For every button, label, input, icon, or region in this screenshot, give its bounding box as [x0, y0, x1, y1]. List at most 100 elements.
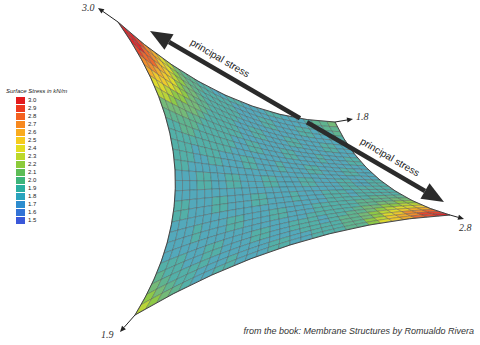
stress-label: principal stress — [358, 135, 421, 178]
legend-swatch — [16, 201, 25, 208]
mesh-cell — [243, 194, 252, 201]
legend-value: 2.0 — [28, 177, 36, 184]
legend-swatch — [16, 145, 25, 152]
mesh-cell — [181, 200, 189, 211]
legend-value: 3.0 — [28, 97, 36, 104]
mesh-cell — [301, 234, 313, 241]
corner-force-value: 2.8 — [459, 222, 472, 233]
legend-swatch — [16, 121, 25, 128]
legend-value: 2.1 — [28, 169, 36, 176]
corner-force-value: 3.0 — [82, 2, 95, 13]
mesh-cell — [171, 64, 185, 77]
corner-force-line — [450, 215, 458, 217]
legend-swatch — [16, 113, 25, 120]
corner-force-value: 1.9 — [101, 329, 114, 340]
legend-swatch — [16, 105, 25, 112]
legend-value: 2.8 — [28, 113, 36, 120]
mesh-cell — [258, 193, 267, 200]
mesh-cell — [182, 171, 190, 181]
legend-swatch — [16, 153, 25, 160]
mesh-cell — [205, 189, 213, 198]
mesh-cell — [256, 247, 268, 256]
mesh-cell — [190, 181, 198, 191]
mesh-cell — [197, 198, 205, 208]
mesh-cell — [189, 199, 197, 209]
arrow-head — [98, 8, 104, 14]
legend-swatch — [16, 129, 25, 136]
legend-value: 2.4 — [28, 145, 36, 152]
mesh-cell — [211, 181, 219, 189]
mesh-cell — [197, 181, 205, 190]
mesh-cell — [242, 188, 251, 195]
mesh-cell — [235, 195, 243, 203]
legend-swatch — [16, 217, 25, 224]
mesh-cell — [212, 197, 220, 206]
mesh-cell — [190, 190, 198, 200]
mesh-cell — [249, 188, 258, 195]
mesh-cell — [233, 181, 242, 188]
mesh-cell — [189, 171, 197, 181]
mesh-cell — [179, 69, 192, 81]
mesh-cell — [245, 251, 258, 261]
legend-value: 1.7 — [28, 201, 36, 208]
legend-swatch — [16, 161, 25, 168]
corner-force-line — [335, 120, 347, 122]
mesh-cell — [194, 79, 207, 90]
corner-force-line — [103, 11, 118, 22]
mesh-cell — [163, 59, 177, 72]
arrow-head — [420, 183, 444, 202]
mesh-cell — [175, 170, 183, 181]
arrow-head — [458, 215, 464, 220]
mesh-cell — [220, 189, 228, 197]
legend-swatch — [16, 169, 25, 176]
legend-value: 2.9 — [28, 105, 36, 112]
principal-stress-line — [169, 42, 300, 118]
mesh-cell — [181, 161, 189, 172]
mesh-cell — [182, 190, 190, 200]
arrow-head — [120, 326, 126, 332]
legend-value: 2.2 — [28, 161, 36, 168]
legend-value: 1.9 — [28, 185, 36, 192]
mesh-cell — [175, 191, 183, 202]
legend-swatch — [16, 209, 25, 216]
principal-stress-arrows — [150, 31, 444, 202]
mesh-cell — [197, 189, 205, 198]
mesh-cell — [196, 172, 204, 181]
legend-value: 2.3 — [28, 153, 36, 160]
corner-force-value: 1.8 — [356, 111, 369, 122]
mesh-cell — [186, 74, 199, 86]
mesh-cell — [268, 244, 280, 253]
stress-label: principal stress — [188, 36, 251, 79]
mesh-cell — [279, 241, 290, 249]
legend-value: 2.5 — [28, 137, 36, 144]
mesh-cell — [219, 181, 227, 189]
mesh-cell — [226, 181, 234, 188]
source-caption: from the book: Membrane Structures by Ro… — [243, 327, 474, 337]
mesh-cell — [210, 173, 218, 181]
arrow-head — [150, 31, 174, 50]
principal-stress-line — [307, 122, 425, 191]
legend-value: 1.5 — [28, 217, 36, 224]
mesh-cell — [203, 172, 211, 181]
legend-value: 1.8 — [28, 193, 36, 200]
legend-swatch — [16, 177, 25, 184]
mesh-cell — [228, 195, 236, 203]
mesh-cell — [204, 197, 212, 206]
legend-value: 1.6 — [28, 209, 36, 216]
edge-cable — [118, 22, 450, 315]
legend-value: 2.7 — [28, 121, 36, 128]
mesh-cell — [290, 237, 301, 245]
legend-swatch — [16, 137, 25, 144]
legend-value: 2.6 — [28, 129, 36, 136]
corner-arrows — [98, 8, 464, 332]
mesh-cell — [227, 188, 235, 196]
corner-force-line — [124, 315, 135, 328]
membrane-mesh — [118, 22, 450, 315]
legend-swatch — [16, 185, 25, 192]
mesh-cell — [220, 196, 228, 204]
mesh-cell — [212, 189, 220, 198]
mesh-cell — [183, 181, 190, 191]
legend-swatch — [16, 193, 25, 200]
mesh-cell — [234, 188, 242, 195]
legend-swatch — [16, 97, 25, 104]
